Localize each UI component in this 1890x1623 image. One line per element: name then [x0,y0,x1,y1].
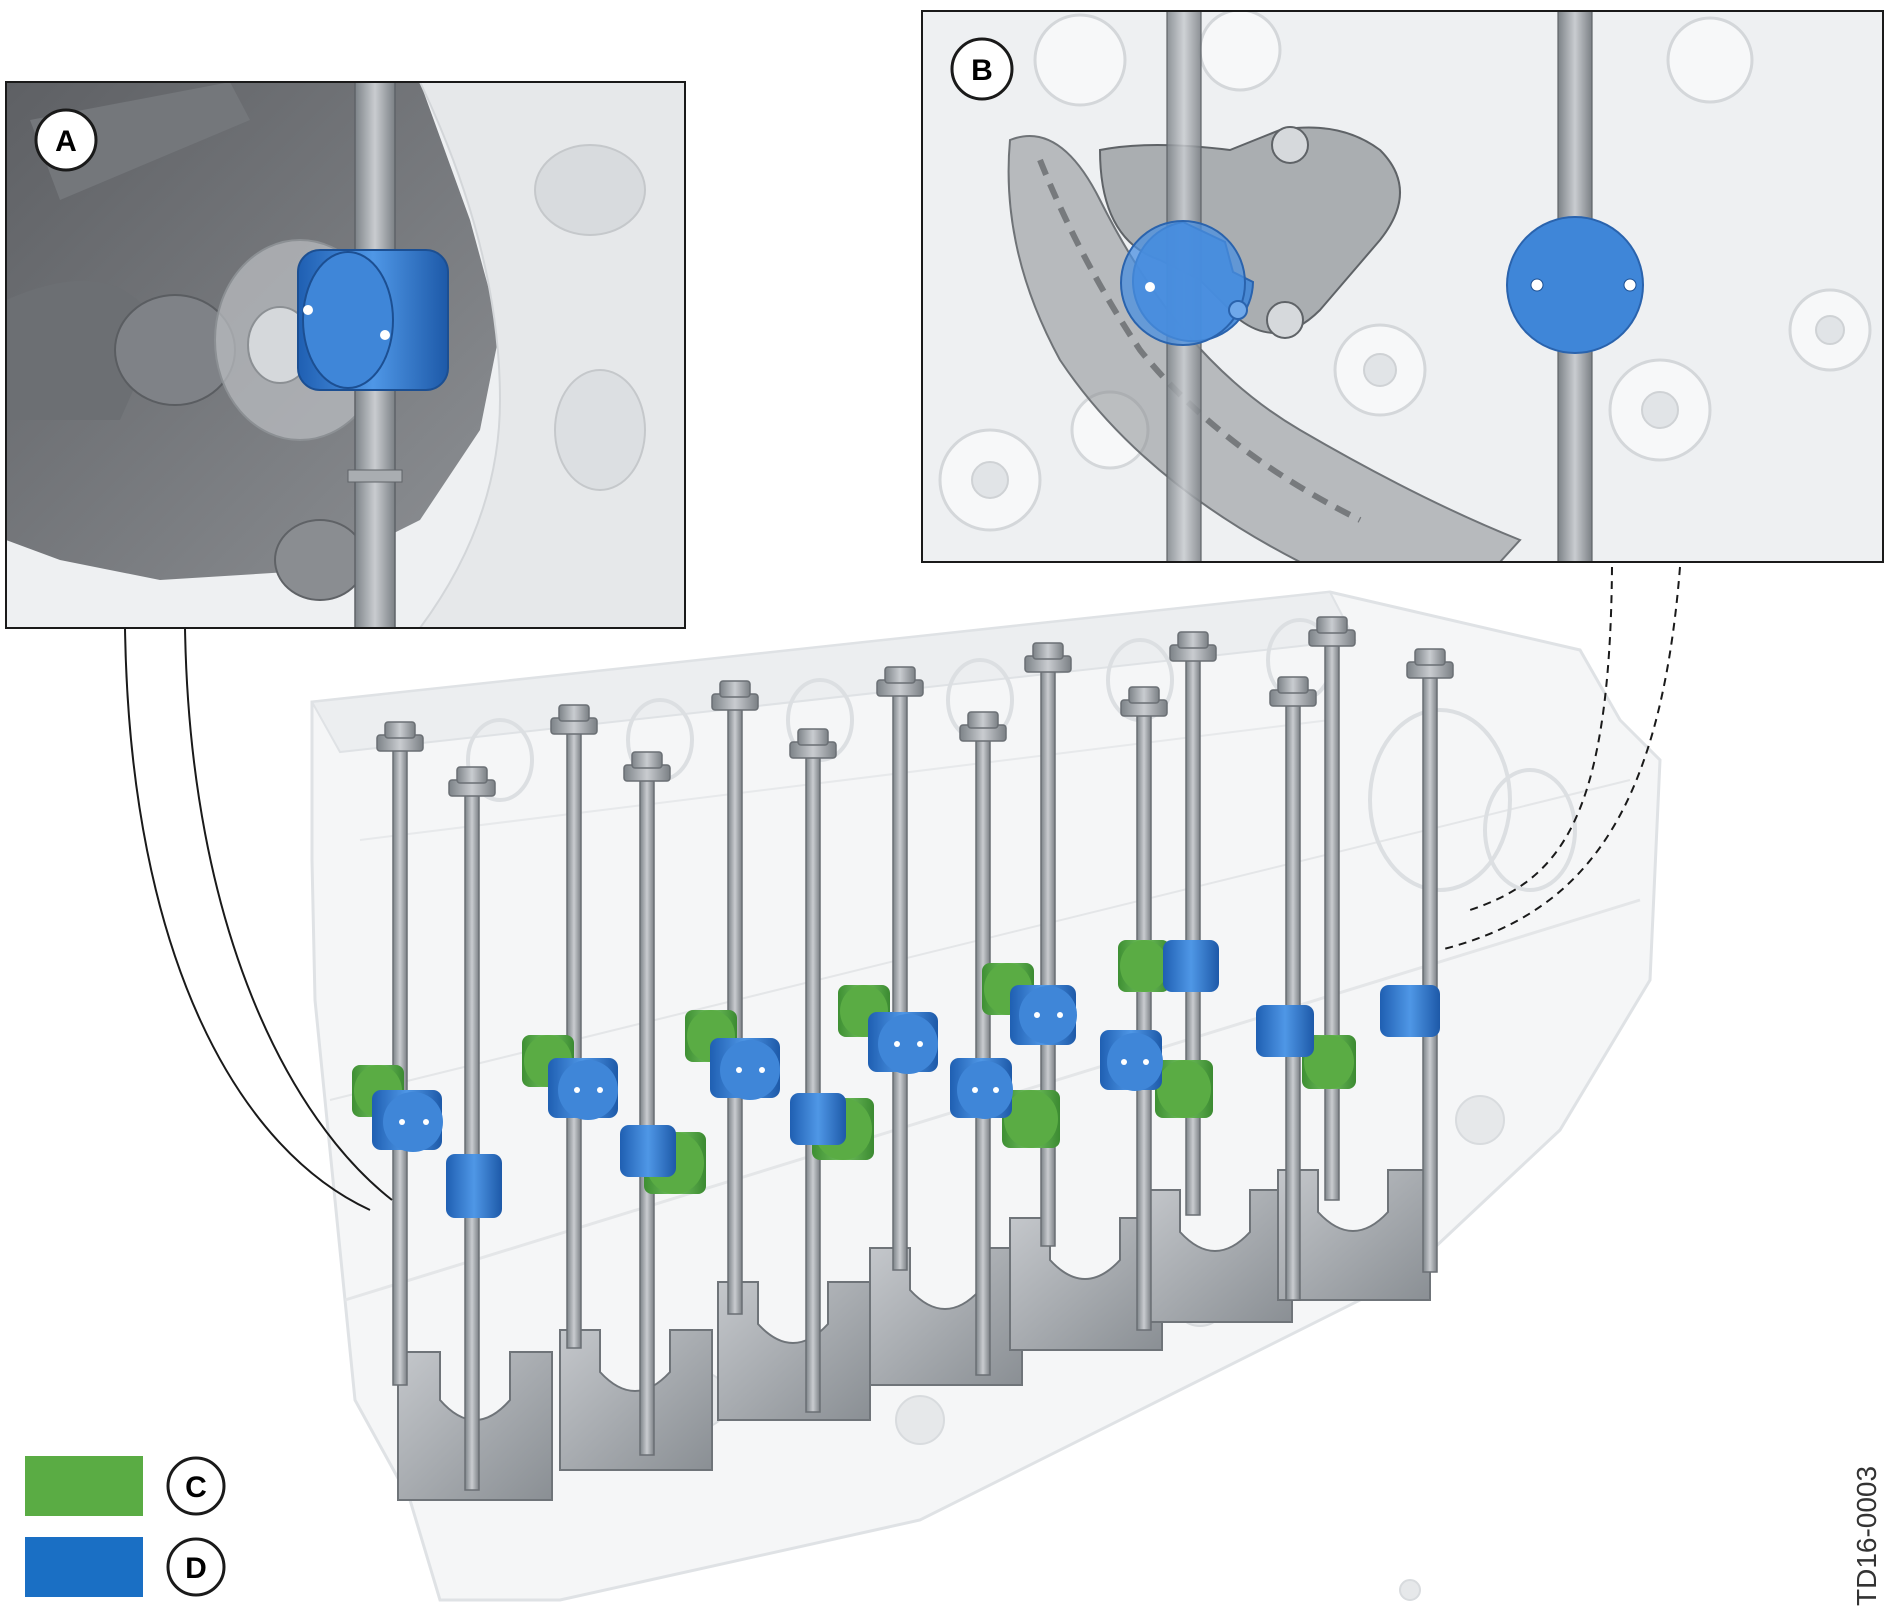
sleeves [352,940,1440,1218]
callout-a-label: A [55,125,77,158]
legend: C D [25,1456,226,1597]
blue-sleeve-icon [372,940,1440,1218]
leader-lines [124,566,1681,1211]
document-id: TD16-0003 [1851,1466,1882,1606]
callout-b-label: B [971,54,993,87]
legend-label-c: C [185,1471,207,1504]
detail-b-inset: B [921,10,1884,563]
legend-swatch-d [25,1537,143,1597]
bearing-cap-icon [397,1169,1431,1501]
detail-a-inset: A [5,81,686,629]
legend-label-d: D [185,1552,207,1585]
bolt-icon [376,616,1454,1491]
legend-swatch-c [25,1456,143,1516]
